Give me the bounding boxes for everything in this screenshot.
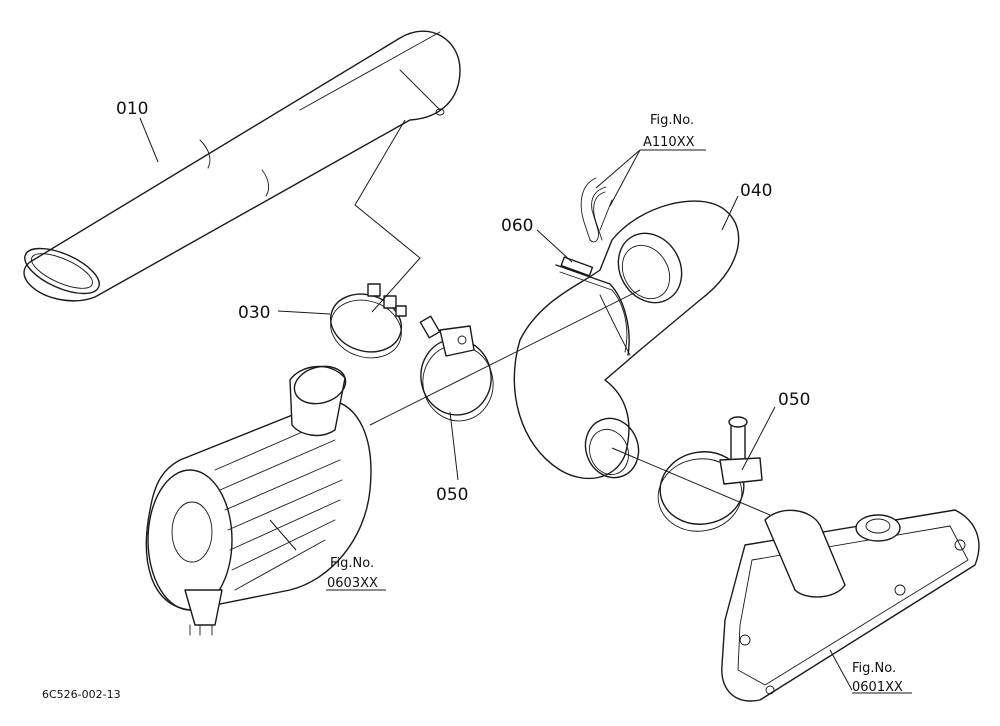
- drawing-code: 6C526-002-13: [42, 688, 121, 701]
- hose-clamp-050-right[interactable]: [652, 416, 763, 538]
- leader-lines: [139, 117, 912, 694]
- part-label-030: 030: [238, 303, 270, 323]
- ref-a110-line1: Fig.No.: [650, 113, 694, 128]
- band-clamp-060[interactable]: [555, 256, 630, 356]
- intake-manifold: [721, 509, 980, 702]
- ref-0603-line2: 0603XX: [327, 576, 378, 591]
- ref-0601-line1: Fig.No.: [852, 661, 896, 676]
- part-label-010: 010: [116, 99, 148, 119]
- air-cleaner-assembly: [145, 365, 372, 636]
- hose-clamp-050-left[interactable]: [415, 315, 499, 426]
- part-label-050-right: 050: [778, 390, 810, 410]
- hose-clamp-030[interactable]: [323, 283, 409, 367]
- assembly-lines: [354, 119, 771, 516]
- ref-a110-line2: A110XX: [643, 135, 695, 150]
- intake-duct-010[interactable]: [19, 30, 461, 303]
- part-label-040: 040: [740, 181, 772, 201]
- ref-0603-line1: Fig.No.: [330, 556, 374, 571]
- part-label-060: 060: [501, 216, 533, 236]
- part-label-050-left: 050: [436, 485, 468, 505]
- ref-0601-line2: 0601XX: [852, 680, 903, 695]
